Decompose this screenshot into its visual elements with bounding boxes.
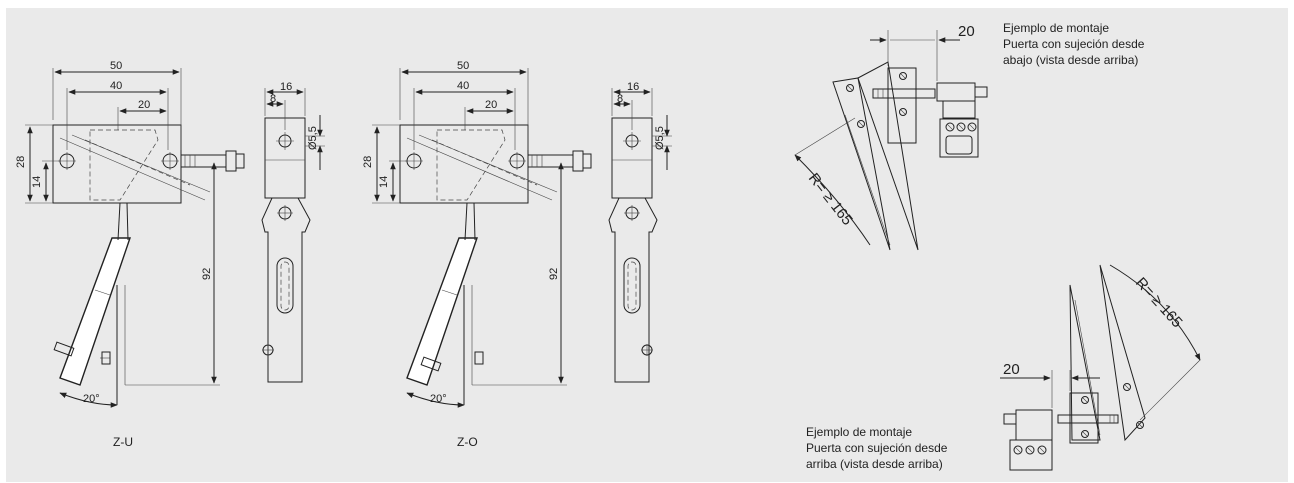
door-panel-outer: [1069, 284, 1101, 441]
drawing-panel: [6, 8, 1288, 482]
dim-14: 14: [378, 176, 390, 188]
caption-top-line-2: Puerta con sujeción desde: [1003, 37, 1145, 51]
dim-92: 92: [548, 268, 560, 280]
dim-20-bottom: 20: [1003, 361, 1020, 378]
actuator-body: [399, 124, 529, 204]
dim-8: 8: [270, 93, 276, 105]
door-panel-inner: [1099, 264, 1146, 442]
door-panel-inner: [832, 77, 891, 251]
hidden-outline: [89, 129, 159, 201]
hidden-outline: [436, 129, 506, 201]
dim-50: 50: [457, 60, 469, 72]
caption-top-line-1: Ejemplo de montaje: [1003, 21, 1109, 35]
dim-8: 8: [617, 93, 623, 105]
caption-bottom-line-2: Puerta con sujeción desde: [806, 441, 948, 455]
dim-20-top: 20: [958, 23, 975, 40]
dim-dia: Ø5,5: [654, 126, 666, 150]
dim-20: 20: [138, 99, 150, 111]
actuator: [887, 67, 917, 144]
caption-top-line-3: abajo (vista desde arriba): [1003, 53, 1138, 67]
actuator-arm: [59, 237, 131, 386]
view-z-u: 20° 50 40 20 28 14 92: [15, 60, 325, 449]
dim-40: 40: [457, 80, 469, 92]
actuator-arm: [406, 237, 478, 386]
mounting-example-top: 20 R= ≥ 165 Ejemplo de montaje Puerta co…: [794, 21, 1145, 251]
angle-label: 20°: [430, 393, 447, 405]
door-panel-outer: [857, 61, 919, 251]
view-label-z-u: Z-U: [113, 435, 133, 449]
dim-92: 92: [201, 268, 213, 280]
side-view-tongue: [261, 197, 311, 383]
dim-28: 28: [362, 156, 374, 168]
dim-14: 14: [31, 176, 43, 188]
view-label-z-o: Z-O: [457, 435, 478, 449]
caption-bottom-line-1: Ejemplo de montaje: [806, 425, 912, 439]
radius-label-bottom: R= ≥ 165: [1132, 274, 1186, 331]
angle-label: 20°: [83, 393, 100, 405]
safety-switch: [1015, 409, 1053, 441]
safety-switch: [936, 82, 976, 102]
dim-20: 20: [485, 99, 497, 111]
dim-50: 50: [110, 60, 122, 72]
dim-16: 16: [627, 81, 639, 93]
dim-16: 16: [280, 81, 292, 93]
view-z-o: 20° 50 40 20 28 14 92: [362, 60, 672, 449]
actuator-body: [52, 124, 182, 204]
side-view-tongue: [608, 197, 658, 383]
radius-label-top: R= ≥ 165: [805, 170, 856, 229]
mounting-example-bottom: 20 R= ≥ 165 Ejemplo de montaje Puerta co…: [806, 264, 1201, 471]
dim-28: 28: [15, 156, 27, 168]
caption-bottom-line-3: arriba (vista desde arriba): [806, 457, 943, 471]
dim-dia: Ø5,5: [307, 126, 319, 150]
actuator: [1069, 392, 1099, 444]
dim-40: 40: [110, 80, 122, 92]
